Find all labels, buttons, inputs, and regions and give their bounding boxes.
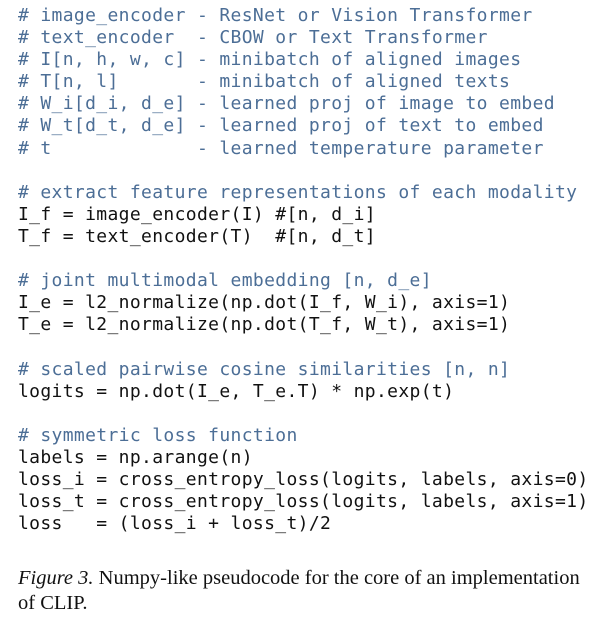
code-line: T_e = l2_normalize(np.dot(T_f, W_t), axi…	[18, 314, 511, 336]
code-comment-line: # I[n, h, w, c] - minibatch of aligned i…	[18, 49, 522, 71]
code-blank-line	[18, 336, 589, 358]
code-comment-line: # t - learned temperature parameter	[18, 137, 544, 159]
code-comment-line: # W_i[d_i, d_e] - learned proj of image …	[18, 93, 555, 115]
code-line: I_e = l2_normalize(np.dot(I_f, W_i), axi…	[18, 292, 511, 314]
code-line: loss_i = cross_entropy_loss(logits, labe…	[18, 468, 589, 490]
code-comment-line: # joint multimodal embedding [n, d_e]	[18, 270, 432, 292]
figure-label: Figure 3.	[18, 567, 94, 589]
code-comment-line: # symmetric loss function	[18, 424, 298, 446]
code-blank-line	[18, 160, 589, 182]
code-line: logits = np.dot(I_e, T_e.T) * np.exp(t)	[18, 380, 455, 402]
code-comment-line: # extract feature representations of eac…	[18, 181, 578, 203]
pseudocode-block: # image_encoder - ResNet or Vision Trans…	[18, 5, 589, 535]
code-comment-line: # text_encoder - CBOW or Text Transforme…	[18, 27, 488, 49]
code-line: loss = (loss_i + loss_t)/2	[18, 513, 332, 535]
code-comment-line: # scaled pairwise cosine similarities [n…	[18, 358, 511, 380]
code-line: labels = np.arange(n)	[18, 446, 253, 468]
caption-text: Numpy-like pseudocode for the core of an…	[18, 567, 580, 614]
code-blank-line	[18, 403, 589, 425]
code-comment-line: # W_t[d_t, d_e] - learned proj of text t…	[18, 115, 544, 137]
code-comment-line: # image_encoder - ResNet or Vision Trans…	[18, 5, 533, 26]
code-line: loss_t = cross_entropy_loss(logits, labe…	[18, 491, 589, 513]
code-comment-line: # T[n, l] - minibatch of aligned texts	[18, 71, 511, 93]
code-blank-line	[18, 248, 589, 270]
code-line: I_f = image_encoder(I) #[n, d_i]	[18, 203, 376, 225]
code-line: T_f = text_encoder(T) #[n, d_t]	[18, 225, 376, 247]
figure-caption: Figure 3. Numpy-like pseudocode for the …	[18, 566, 593, 616]
